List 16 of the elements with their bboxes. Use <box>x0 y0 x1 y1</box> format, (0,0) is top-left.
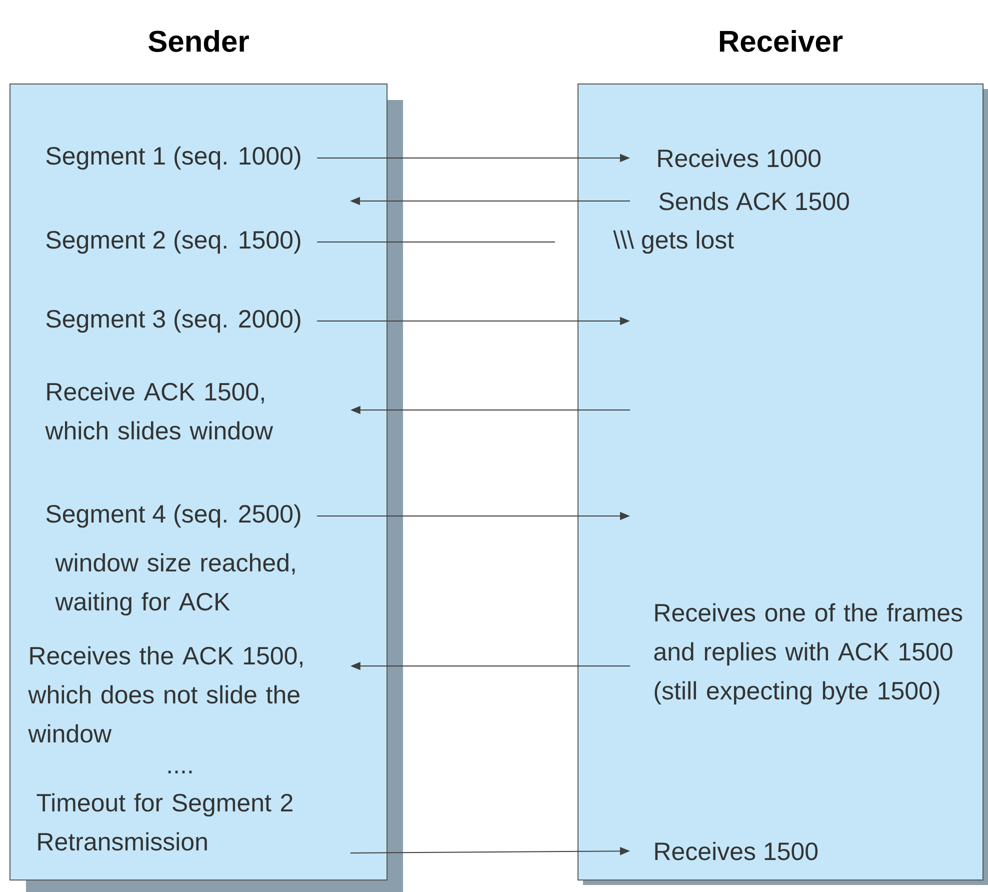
step-text: Timeout for Segment 2 Retransmission <box>36 793 292 851</box>
node-label: Receiver <box>720 30 843 52</box>
step-text: Segment 1 (seq. 1000) <box>46 146 300 170</box>
step-text: Receives 1500 <box>655 842 818 860</box>
step-text: Segment 2 (seq. 1500) <box>46 230 300 254</box>
step-text: Receives 1000 <box>658 148 821 168</box>
node-label: Sender <box>148 30 249 52</box>
step-text: Segment 3 (seq. 2000) <box>46 309 300 333</box>
step-text: Segment 4 (seq. 2500) <box>46 504 300 528</box>
step-text: Sends ACK 1500 <box>659 192 849 210</box>
step-text: Receives the ACK 1500, which does not slide the window <box>28 646 302 743</box>
step-text: \\\ gets lost <box>613 230 734 254</box>
step-text: Receives one of the frames and replies with ACK 1500 (still expecting byte 1500) <box>654 603 962 705</box>
step-text: Receive ACK 1500, which slides window <box>45 382 274 440</box>
ellipsis-text: .... <box>168 770 192 774</box>
step-text: window size reached, waiting for ACK <box>55 553 295 616</box>
